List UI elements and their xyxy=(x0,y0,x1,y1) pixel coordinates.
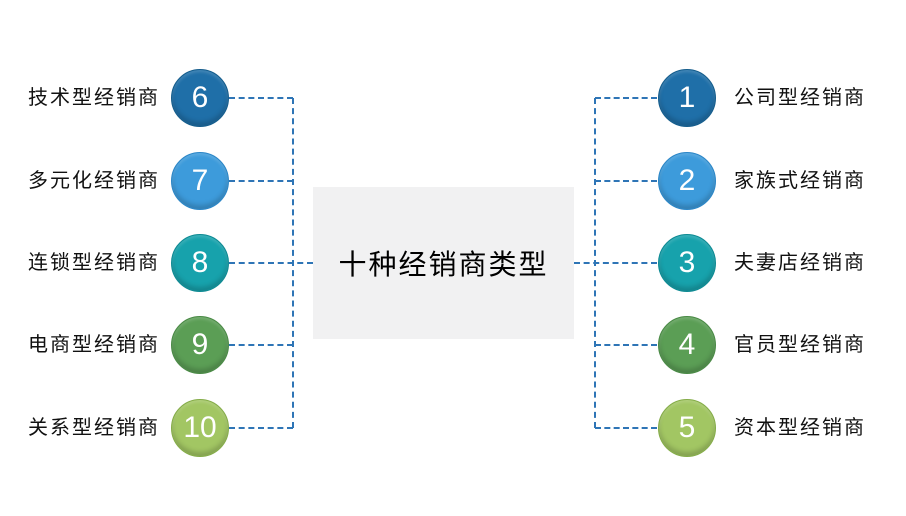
item-number: 2 xyxy=(678,164,696,197)
connector-line xyxy=(229,97,293,99)
item-number-badge: 4 xyxy=(658,316,716,374)
connector-line xyxy=(595,427,657,429)
connector-line xyxy=(595,97,657,99)
connector-line xyxy=(595,180,657,182)
item-number-badge: 10 xyxy=(171,399,229,457)
connector-line xyxy=(229,262,313,264)
connector-rail-right xyxy=(594,98,596,428)
item-label-left: 关系型经销商 xyxy=(28,417,160,439)
item-number-badge: 3 xyxy=(658,234,716,292)
center-topic-title: 十种经销商类型 xyxy=(338,249,549,280)
item-number-badge: 6 xyxy=(171,69,229,127)
item-number: 10 xyxy=(183,411,217,444)
connector-rail-left xyxy=(292,98,294,428)
item-label-left: 电商型经销商 xyxy=(28,334,160,356)
item-number: 4 xyxy=(678,328,696,361)
item-label-right: 资本型经销商 xyxy=(734,417,866,439)
item-number-badge: 8 xyxy=(171,234,229,292)
item-label-left: 连锁型经销商 xyxy=(28,252,160,274)
connector-line xyxy=(229,344,293,346)
item-number: 6 xyxy=(191,81,209,114)
item-number-badge: 5 xyxy=(658,399,716,457)
item-number: 8 xyxy=(191,246,209,279)
item-label-right: 夫妻店经销商 xyxy=(734,252,866,274)
item-number-badge: 7 xyxy=(171,152,229,210)
connector-line xyxy=(574,262,657,264)
item-label-right: 家族式经销商 xyxy=(734,170,866,192)
center-topic-box: 十种经销商类型 xyxy=(313,187,574,339)
item-number-badge: 9 xyxy=(171,316,229,374)
item-number: 7 xyxy=(191,164,209,197)
item-label-right: 官员型经销商 xyxy=(734,334,866,356)
item-label-left: 多元化经销商 xyxy=(28,170,160,192)
item-number-badge: 1 xyxy=(658,69,716,127)
item-number-badge: 2 xyxy=(658,152,716,210)
connector-line xyxy=(595,344,657,346)
item-number: 1 xyxy=(678,81,696,114)
item-label-right: 公司型经销商 xyxy=(734,87,866,109)
connector-line xyxy=(229,180,293,182)
item-label-left: 技术型经销商 xyxy=(28,87,160,109)
item-number: 9 xyxy=(191,328,209,361)
connector-line xyxy=(229,427,293,429)
item-number: 5 xyxy=(678,411,696,444)
item-number: 3 xyxy=(678,246,696,279)
